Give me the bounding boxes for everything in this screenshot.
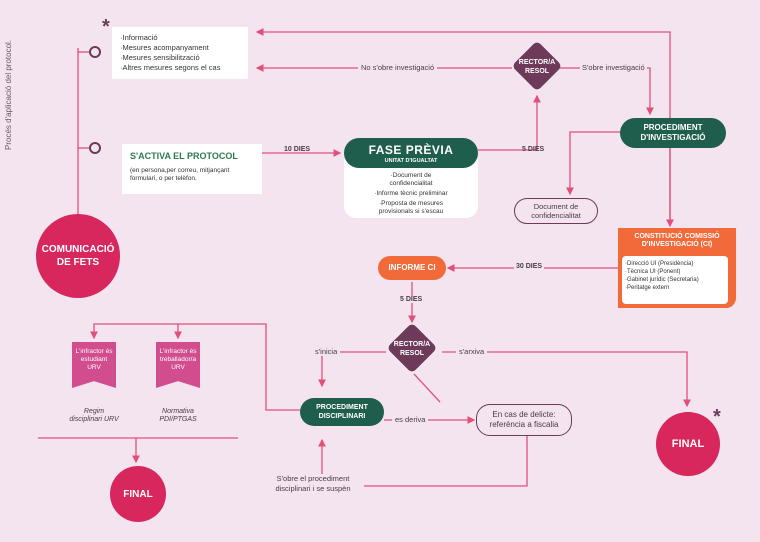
comissio-title-line: D'INVESTIGACIÓ (CI): [641, 241, 713, 248]
info-box: ·Informació ·Mesures acompanyament ·Mesu…: [112, 27, 248, 79]
doc-line: confidencialitat: [531, 211, 581, 220]
fase-item: provisionals si s'escau: [378, 208, 444, 215]
s-inicia-label: s'inicia: [312, 347, 341, 356]
rector-top-diamond: [513, 42, 561, 90]
comunicacio-line: COMUNICACIÓ: [41, 244, 115, 255]
asterisk-top: *: [102, 16, 110, 38]
flag-line: treballador/a: [159, 356, 197, 363]
pi-line: PROCEDIMENT: [643, 123, 703, 132]
start-desc-line: (en persona,per correu, mitjançant: [130, 167, 230, 174]
fase-item: ·Document de: [390, 172, 432, 179]
flag-line: URV: [87, 364, 101, 371]
informe-ci: INFORME CI: [378, 256, 446, 280]
comissio-title: CONSTITUCIÓ COMISSIÓ D'INVESTIGACIÓ (CI): [618, 228, 736, 249]
flag-line: URV: [171, 364, 185, 371]
rector-line: RESOL: [524, 68, 550, 75]
start-desc: (en persona,per correu, mitjançant formu…: [130, 167, 254, 183]
comissio-item: ·Gabinet jurídic (Secretaria): [625, 277, 699, 283]
info-line: ·Informació: [120, 33, 158, 42]
comissio-list: ·Direcció UI (Presidència) ·Tècnica UI (…: [622, 256, 728, 304]
pi-line: D'INVESTIGACIÓ: [640, 133, 706, 142]
delicte-line: En cas de delicte:: [492, 410, 556, 419]
final-right: FINAL: [656, 412, 720, 476]
rector-mid-label: RECTOR/A RESOL: [382, 340, 442, 358]
normativa-line: PDI/PTGAS: [159, 416, 197, 423]
obre-line: disciplinari i se suspèn: [275, 484, 351, 493]
doc-line: Document de: [533, 202, 579, 211]
label-5-dies-a: 5 DIES: [522, 146, 545, 153]
fase-previa-items: ·Document de confidencialitat ·Informe t…: [344, 172, 478, 216]
comissio-box: CONSTITUCIÓ COMISSIÓ D'INVESTIGACIÓ (CI)…: [618, 228, 736, 308]
si-investigacio-label: S'obre investigació: [580, 63, 647, 72]
regim-label: Regim disciplinari URV: [58, 408, 130, 424]
regim-line: disciplinari URV: [69, 416, 119, 423]
start-desc-line: formulari, o per telèfon.: [130, 175, 197, 182]
comissio-item: ·Tècnica UI (Ponent): [625, 269, 681, 275]
label-5-dies-b: 5 DIES: [398, 296, 425, 303]
flag-treballador: L'infractor és treballador/a URV: [156, 342, 200, 388]
fase-previa-title: FASE PRÈVIA: [368, 142, 454, 157]
comunicacio-line: DE FETS: [56, 257, 100, 268]
flag-line: estudiant: [80, 356, 108, 363]
rector-line: RECTOR/A: [393, 341, 431, 348]
info-line: ·Mesures sensibilització: [120, 53, 200, 62]
fase-item: ·Proposta de mesures: [379, 200, 443, 207]
normativa-label: Normativa PDI/PTGAS: [142, 408, 214, 424]
info-line: ·Mesures acompanyament: [120, 43, 209, 52]
normativa-line: Normativa: [162, 408, 194, 415]
obre-procediment-label: S'obre el procediment disciplinari i se …: [262, 474, 364, 494]
document-confidencialitat: Document de confidencialitat: [514, 198, 598, 224]
final-left: FINAL: [110, 466, 166, 522]
rector-top-label: RECTOR/A RESOL: [507, 58, 567, 76]
delicte-box: En cas de delicte: referència a fiscalia: [476, 404, 572, 436]
flag-line: L'infractor és: [159, 348, 197, 355]
comissio-item: ·Direcció UI (Presidència): [625, 261, 694, 267]
flag-estudiant: L'infractor és estudiant URV: [72, 342, 116, 388]
s-arxiva-label: s'arxiva: [456, 347, 488, 356]
rector-line: RECTOR/A: [518, 59, 556, 66]
fase-previa-header: FASE PRÈVIA UNITAT D'IGUALTAT: [344, 138, 478, 168]
flag-line: L'infractor és: [75, 348, 113, 355]
pd-line: PROCEDIMENT: [316, 404, 368, 411]
rector-mid-diamond: [388, 324, 436, 372]
side-title: Procés d'aplicació del protocol.: [4, 39, 13, 150]
start-box: S'ACTIVA EL PROTOCOL (en persona,per cor…: [122, 144, 262, 194]
start-title: S'ACTIVA EL PROTOCOL: [130, 151, 238, 161]
fase-item: confidencialitat: [389, 180, 433, 187]
pd-line: DISCIPLINARI: [318, 413, 366, 420]
regim-line: Regim: [83, 408, 105, 415]
label-30-dies: 30 DIES: [514, 263, 545, 270]
comissio-title-line: CONSTITUCIÓ COMISSIÓ: [634, 233, 720, 240]
obre-line: S'obre el procediment: [276, 474, 350, 483]
no-investigacio-label: No s'obre investigació: [358, 63, 438, 72]
info-line: ·Altres mesures segons el cas: [120, 63, 221, 72]
label-10-dies: 10 DIES: [284, 146, 311, 153]
procediment-disciplinari: PROCEDIMENT DISCIPLINARI: [300, 398, 384, 426]
rector-line: RESOL: [399, 350, 425, 357]
asterisk-right: *: [713, 406, 721, 428]
comunicacio-circle: COMUNICACIÓ DE FETS: [36, 214, 120, 298]
fase-previa-subtitle: UNITAT D'IGUALTAT: [384, 157, 438, 164]
delicte-line: referència a fiscalia: [489, 420, 559, 429]
procediment-investigacio: PROCEDIMENT D'INVESTIGACIÓ: [620, 118, 726, 148]
comissio-item: ·Peritatge extern: [625, 285, 670, 291]
fase-item: ·Informe tècnic preliminar: [374, 190, 448, 197]
es-deriva-label: es deriva: [392, 415, 429, 424]
